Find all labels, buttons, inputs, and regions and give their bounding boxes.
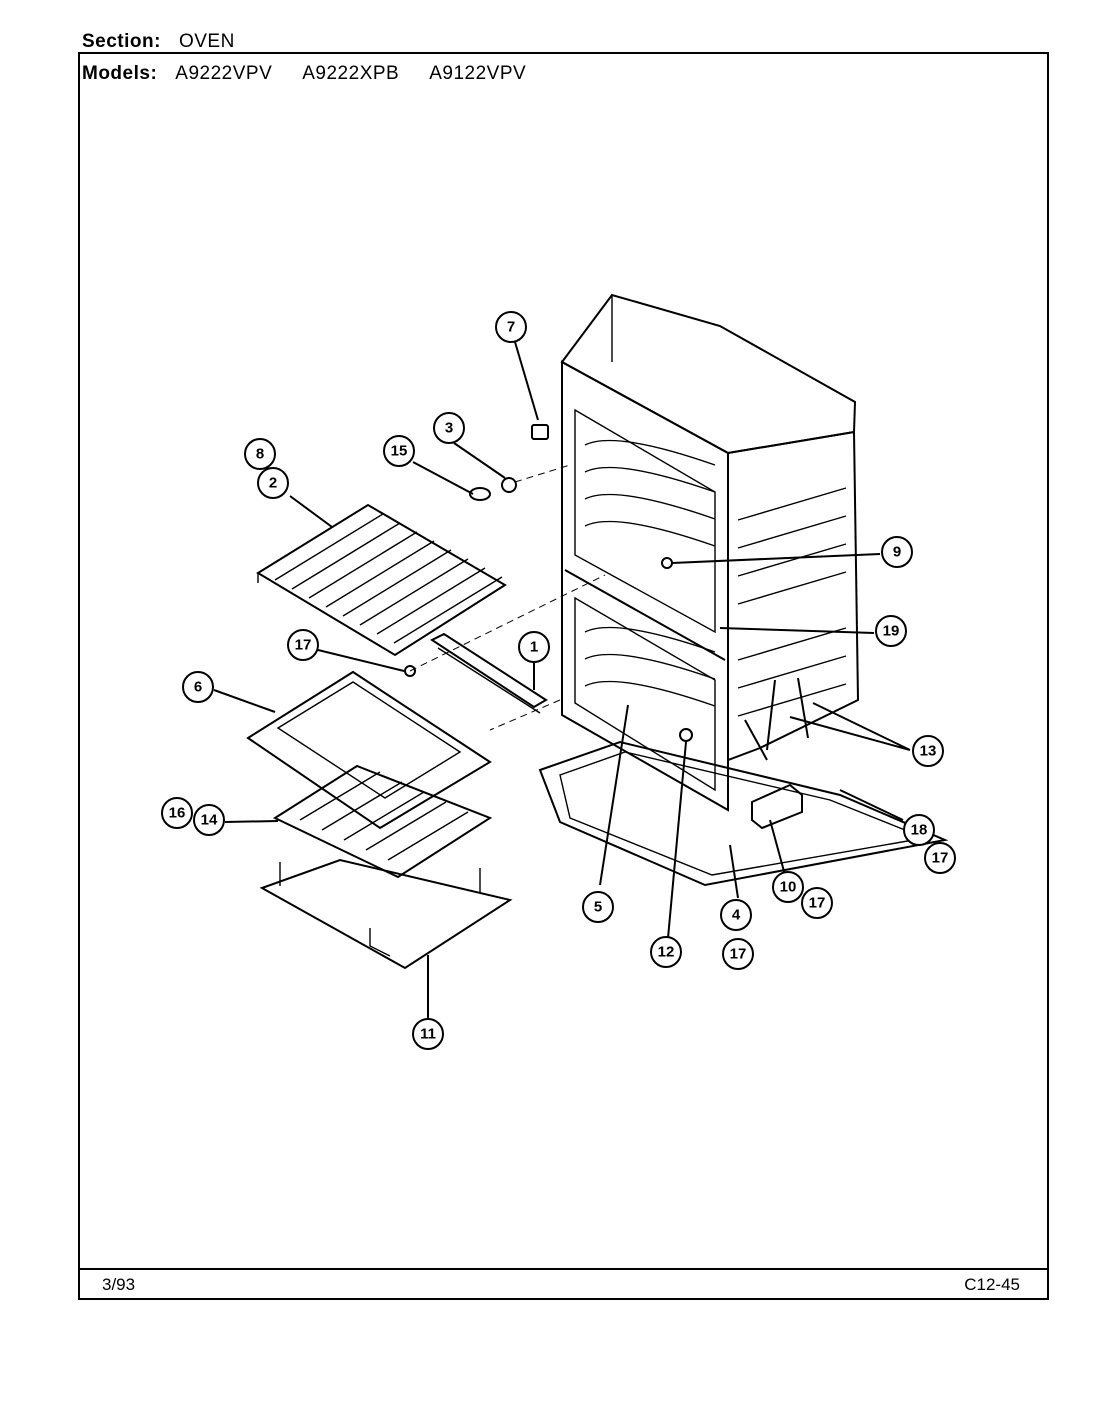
base-pan — [538, 740, 949, 887]
svg-text:18: 18 — [911, 822, 928, 839]
svg-text:10: 10 — [780, 879, 797, 896]
svg-text:7: 7 — [507, 319, 515, 336]
model-number: A9222XPB — [302, 63, 400, 84]
callout-17: 17 — [801, 887, 833, 919]
section-label: Section: — [82, 31, 161, 52]
leader-lines — [213, 341, 911, 1018]
callout-8: 8 — [244, 438, 276, 470]
callout-10: 10 — [772, 871, 804, 903]
model-number: A9122VPV — [429, 63, 527, 84]
callout-1: 1 — [518, 631, 550, 663]
section-value: OVEN — [178, 31, 235, 52]
oven-cabinet — [560, 293, 860, 812]
svg-text:4: 4 — [732, 907, 741, 924]
svg-text:11: 11 — [420, 1026, 436, 1043]
callout-2: 2 — [257, 467, 289, 499]
svg-text:3: 3 — [445, 420, 453, 437]
callout-9: 9 — [881, 536, 913, 568]
callout-3: 3 — [433, 412, 465, 444]
callout-19: 19 — [875, 615, 907, 647]
svg-text:17: 17 — [295, 637, 312, 654]
revision-date: 3/93 — [102, 1275, 136, 1294]
svg-text:12: 12 — [658, 944, 675, 961]
callout-18: 18 — [903, 814, 935, 846]
svg-text:13: 13 — [920, 743, 937, 760]
svg-text:17: 17 — [730, 946, 747, 963]
callout-14: 14 — [193, 804, 225, 836]
callout-12: 12 — [650, 936, 682, 968]
svg-text:16: 16 — [169, 805, 186, 822]
svg-text:5: 5 — [594, 899, 602, 916]
callout-6: 6 — [182, 671, 214, 703]
svg-text:2: 2 — [269, 475, 277, 492]
rack-slide — [429, 632, 548, 714]
svg-text:1: 1 — [530, 639, 538, 656]
svg-text:8: 8 — [256, 446, 264, 463]
callout-15: 15 — [383, 435, 415, 467]
callout-16: 16 — [161, 797, 193, 829]
section-heading: Section: OVEN — [82, 31, 265, 53]
model-number: A9222VPV — [175, 63, 273, 84]
svg-text:17: 17 — [809, 895, 826, 912]
bake-element — [272, 764, 493, 879]
bottom-tray — [259, 858, 513, 970]
svg-text:17: 17 — [932, 850, 949, 867]
svg-text:9: 9 — [893, 544, 901, 561]
models-label: Models: — [82, 63, 158, 84]
callout-17: 17 — [722, 938, 754, 970]
callout-4: 4 — [720, 899, 752, 931]
footer-rule — [80, 1268, 1047, 1270]
svg-text:15: 15 — [391, 443, 408, 460]
callout-7: 7 — [495, 311, 527, 343]
callout-17: 17 — [287, 629, 319, 661]
callout-17: 17 — [924, 842, 956, 874]
svg-text:6: 6 — [194, 679, 202, 696]
diagram-frame — [78, 52, 1049, 1300]
svg-text:19: 19 — [883, 623, 900, 640]
models-heading: Models: A9222VPV A9222XPB A9122VPV — [82, 63, 556, 85]
small-parts — [404, 424, 693, 742]
callout-13: 13 — [912, 735, 944, 767]
callout-11: 11 — [412, 1018, 444, 1050]
page-code: C12-45 — [964, 1275, 1020, 1294]
callout-5: 5 — [582, 891, 614, 923]
svg-text:14: 14 — [201, 812, 218, 829]
